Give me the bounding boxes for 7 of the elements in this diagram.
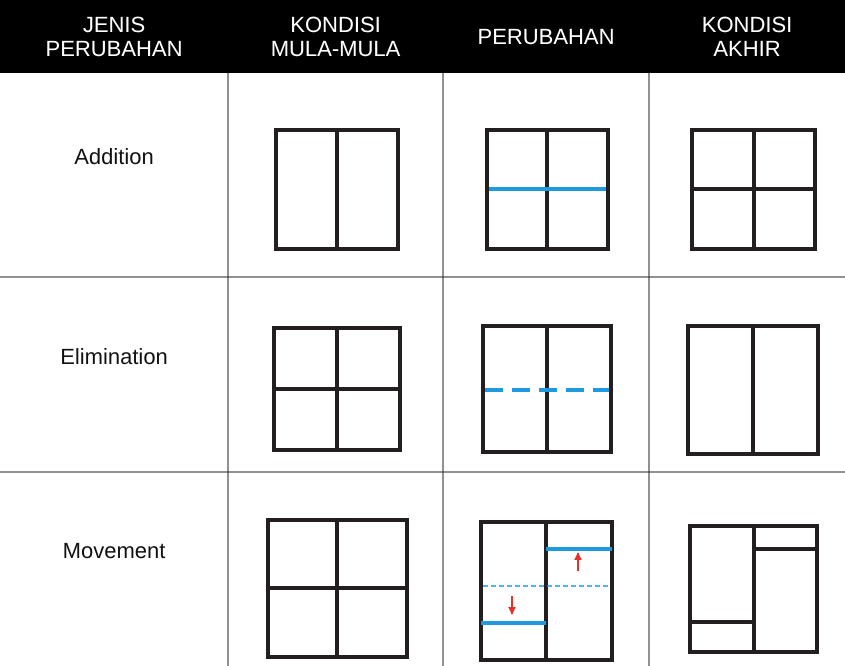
row-header: Movement — [62, 538, 166, 564]
row-header: Addition — [74, 144, 154, 170]
row-header: Elimination — [60, 344, 168, 370]
column-header: JENIS PERUBAHAN — [44, 12, 184, 60]
column-header: KONDISI MULA-MULA — [270, 12, 402, 60]
column-header: PERUBAHAN — [478, 24, 614, 48]
column-header: KONDISI AKHIR — [700, 12, 794, 60]
